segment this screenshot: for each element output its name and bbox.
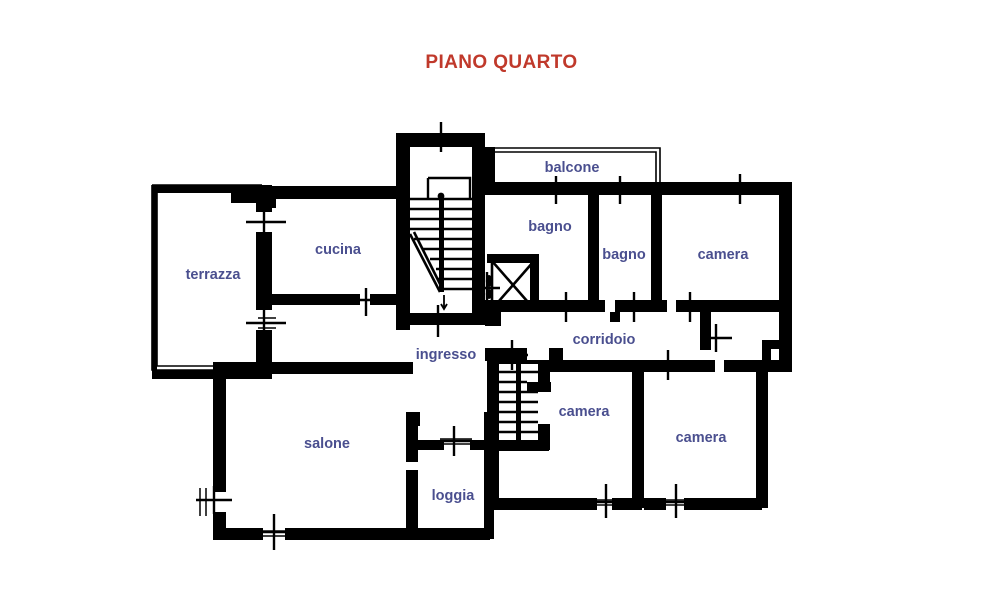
room-label-bagno-2: bagno	[602, 247, 646, 263]
elevator-shaft	[485, 259, 536, 311]
room-label-loggia: loggia	[432, 488, 476, 504]
main-staircase	[408, 176, 472, 311]
room-label-ingresso: ingresso	[416, 347, 477, 363]
room-label-cucina: cucina	[315, 242, 362, 258]
opening-marks	[196, 122, 758, 550]
room-label-terrazza: terrazza	[186, 267, 242, 283]
room-label-camera-2: camera	[559, 404, 611, 420]
page-title: PIANO QUARTO	[425, 52, 578, 73]
room-label-camera-1: camera	[698, 247, 750, 263]
room-label-camera-3: camera	[676, 430, 728, 446]
room-label-corridoio: corridoio	[573, 332, 636, 348]
room-label-balcone: balcone	[545, 160, 600, 176]
room-label-salone: salone	[304, 436, 350, 452]
room-label-bagno-1: bagno	[528, 219, 572, 235]
wall-structure	[152, 133, 792, 540]
interior-staircase	[497, 360, 539, 440]
room-labels: terrazza cucina balcone bagno bagno came…	[186, 160, 750, 504]
balcony-railing-outline	[490, 147, 661, 188]
